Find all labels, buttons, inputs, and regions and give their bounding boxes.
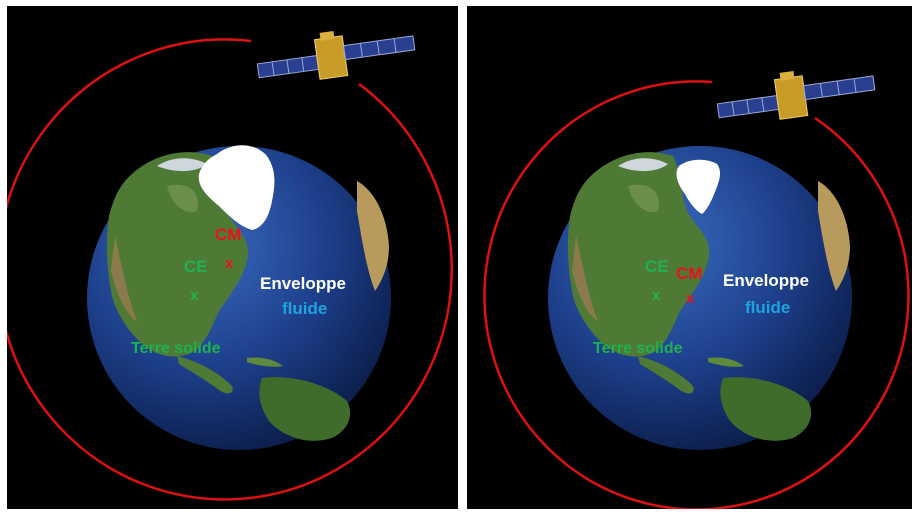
- earth-globe: [548, 146, 852, 450]
- ce-marker: x: [190, 287, 199, 304]
- fluide-label: fluide: [282, 299, 327, 318]
- fluide-label: fluide: [745, 298, 790, 317]
- diagram-panel-right: CE x CM x Enveloppe fluide Terre solide: [467, 6, 912, 509]
- satellite-icon: [256, 30, 416, 80]
- cm-marker: x: [225, 255, 234, 272]
- terre-solide-label: Terre solide: [131, 340, 221, 357]
- cm-marker: x: [686, 290, 695, 307]
- diagram-panel-left: CM x CE x Enveloppe fluide Terre solide: [7, 6, 458, 509]
- cm-label: CM: [676, 264, 702, 283]
- left-scene: CM x CE x Enveloppe fluide Terre solide: [7, 30, 453, 501]
- orbit-ring: [7, 38, 453, 501]
- ice-sheet: [676, 159, 721, 214]
- ce-marker: x: [652, 287, 661, 304]
- envelope-label: Enveloppe: [723, 271, 809, 290]
- ce-label: CE: [184, 257, 208, 276]
- ce-label: CE: [645, 257, 669, 276]
- right-scene: CE x CM x Enveloppe fluide Terre solide: [483, 70, 910, 509]
- earth-globe: [87, 145, 391, 450]
- satellite-icon: [716, 70, 876, 120]
- orbit-ring: [483, 80, 910, 509]
- cm-label: CM: [215, 225, 241, 244]
- terre-solide-label: Terre solide: [593, 340, 683, 357]
- envelope-label: Enveloppe: [260, 274, 346, 293]
- ice-sheet: [198, 145, 275, 230]
